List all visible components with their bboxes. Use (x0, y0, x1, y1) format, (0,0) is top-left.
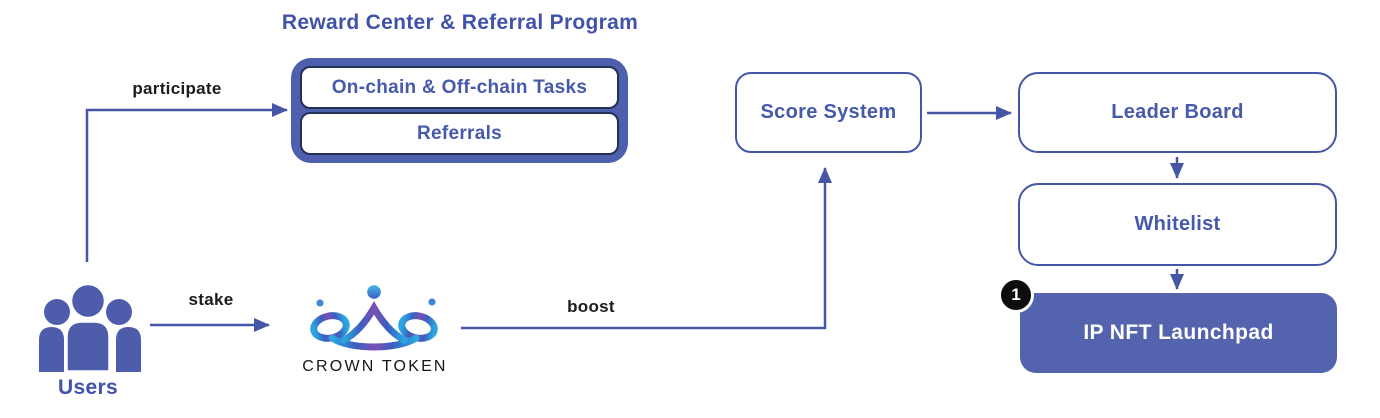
boost-arrow (461, 167, 832, 330)
reward-center-box: On-chain & Off-chain Tasks Referrals (291, 58, 628, 163)
crown-token-icon (310, 285, 438, 351)
crown-token-label: CROWN TOKEN (302, 358, 448, 375)
users-group-icon (39, 281, 141, 374)
whitelist-box: Whitelist (1018, 183, 1337, 266)
leader-board-label: Leader Board (1111, 101, 1244, 123)
step-1-badge: 1 (998, 277, 1034, 313)
users-label: Users (58, 376, 118, 399)
score-system-box: Score System (735, 72, 922, 153)
users-icon (37, 280, 143, 377)
boost-label: boost (567, 297, 615, 316)
participate-label: participate (132, 79, 222, 98)
referrals-box: Referrals (300, 112, 619, 155)
crown-token-logo (302, 284, 447, 361)
onchain-offchain-tasks-label: On-chain & Off-chain Tasks (331, 76, 588, 98)
ip-nft-launchpad-box: IP NFT Launchpad (1020, 293, 1337, 373)
step-1-badge-number: 1 (1011, 285, 1021, 304)
referrals-label: Referrals (416, 122, 503, 144)
onchain-offchain-tasks-box: On-chain & Off-chain Tasks (300, 66, 619, 109)
ip-nft-launchpad-label: IP NFT Launchpad (1083, 321, 1274, 344)
leader-board-box: Leader Board (1018, 72, 1337, 153)
reward-program-title: Reward Center & Referral Program (281, 11, 639, 34)
stake-label: stake (188, 290, 234, 309)
whitelist-label: Whitelist (1134, 213, 1221, 235)
participate-arrow (85, 103, 288, 262)
score-system-label: Score System (760, 101, 897, 123)
